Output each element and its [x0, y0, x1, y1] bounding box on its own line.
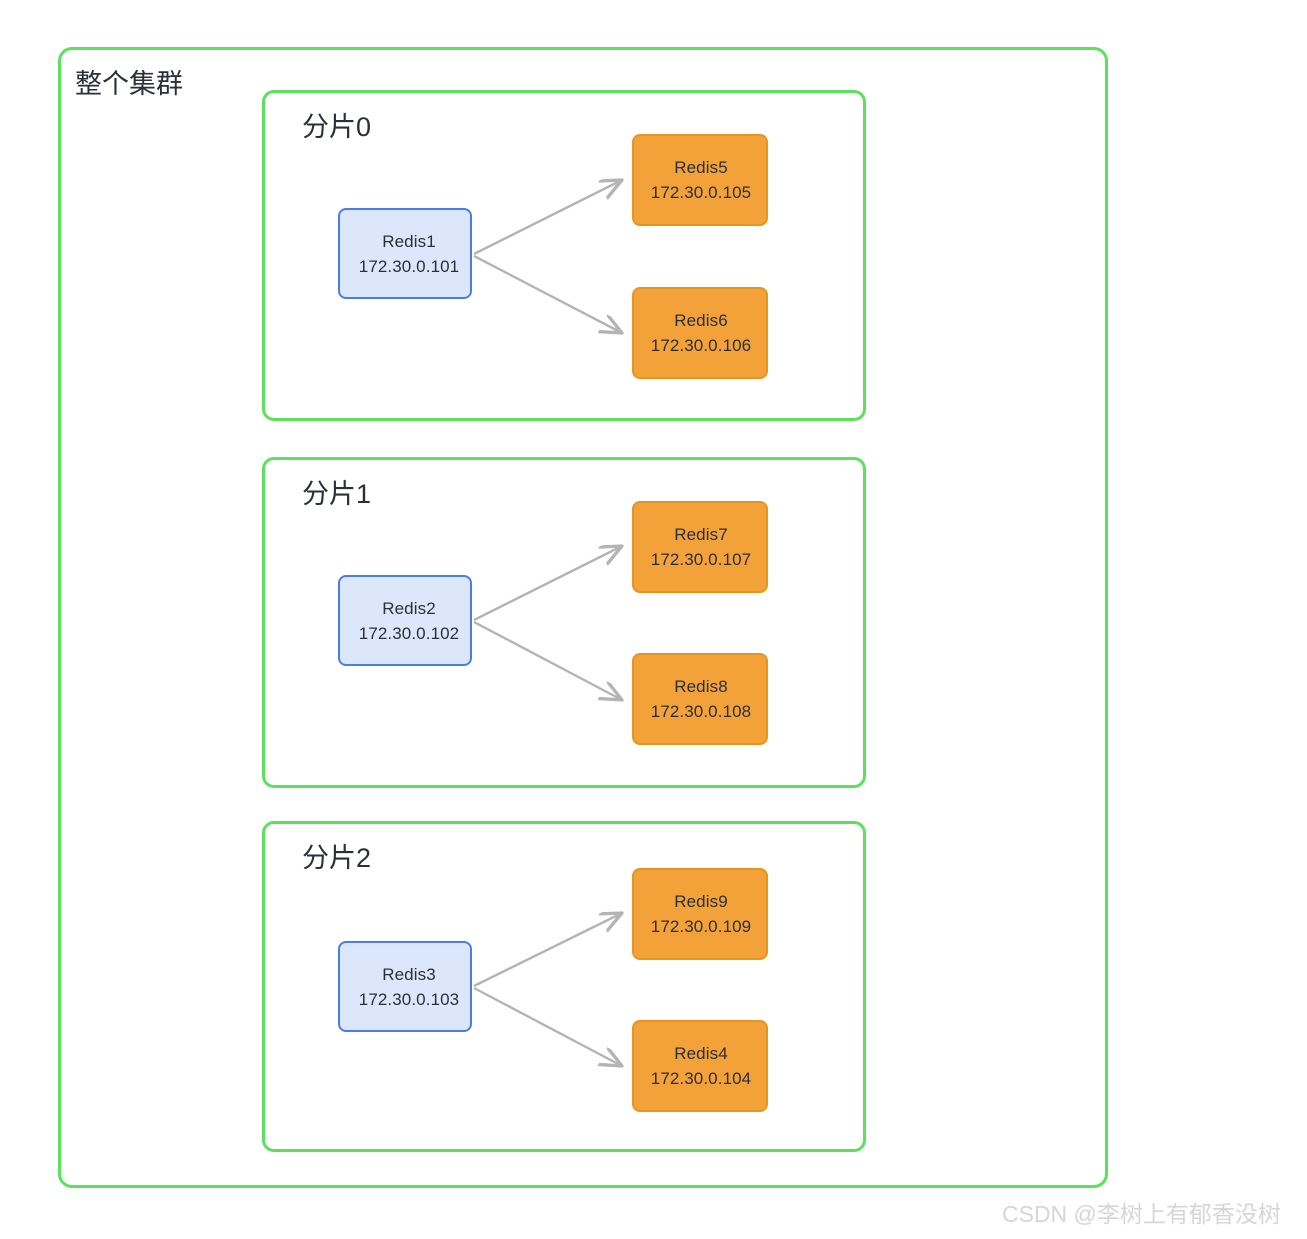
node-redis6-name: Redis6	[674, 311, 728, 330]
node-redis7[interactable]: Redis7 172.30.0.107	[632, 501, 768, 593]
node-redis4-name: Redis4	[674, 1044, 728, 1063]
node-redis9[interactable]: Redis9 172.30.0.109	[632, 868, 768, 960]
shard-panel-2	[262, 821, 866, 1152]
cluster-label: 整个集群	[75, 69, 183, 99]
node-redis7-ip: 172.30.0.107	[650, 550, 752, 569]
node-redis6-ip: 172.30.0.106	[650, 336, 752, 355]
shard-label-1: 分片1	[302, 479, 372, 509]
csdn-watermark: CSDN @李树上有郁香没树	[1002, 1201, 1281, 1227]
node-redis3-ip: 172.30.0.103	[358, 989, 460, 1009]
node-redis7-name: Redis7	[674, 525, 728, 544]
node-redis4[interactable]: Redis4 172.30.0.104	[632, 1020, 768, 1112]
node-redis5-name: Redis5	[674, 158, 728, 177]
shard-label-0: 分片0	[302, 112, 372, 142]
node-redis5[interactable]: Redis5 172.30.0.105	[632, 134, 768, 226]
node-redis1-name: Redis1	[382, 231, 436, 251]
shard-label-2: 分片2	[302, 843, 372, 873]
cluster-frame	[58, 47, 1108, 1188]
node-redis6[interactable]: Redis6 172.30.0.106	[632, 287, 768, 379]
node-redis8-ip: 172.30.0.108	[650, 702, 752, 721]
node-redis9-name: Redis9	[674, 892, 728, 911]
shard-panel-1	[262, 457, 866, 788]
node-redis2-ip: 172.30.0.102	[358, 623, 460, 643]
node-redis2-name: Redis2	[382, 598, 436, 618]
node-redis8-name: Redis8	[674, 677, 728, 696]
node-redis1[interactable]: Redis1 172.30.0.101	[338, 208, 472, 299]
node-redis3[interactable]: Redis3 172.30.0.103	[338, 941, 472, 1032]
node-redis4-ip: 172.30.0.104	[650, 1069, 752, 1088]
node-redis8[interactable]: Redis8 172.30.0.108	[632, 653, 768, 745]
node-redis9-ip: 172.30.0.109	[650, 917, 752, 936]
shard-panel-0	[262, 90, 866, 421]
node-redis2[interactable]: Redis2 172.30.0.102	[338, 575, 472, 666]
node-redis3-name: Redis3	[382, 964, 436, 984]
node-redis1-ip: 172.30.0.101	[358, 256, 460, 276]
node-redis5-ip: 172.30.0.105	[650, 183, 752, 202]
